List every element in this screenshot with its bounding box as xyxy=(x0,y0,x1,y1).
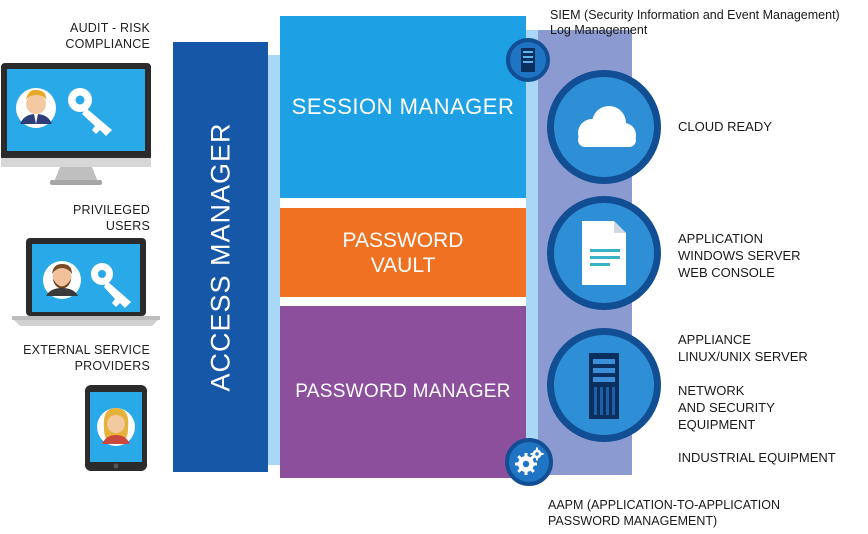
aapm-label: AAPM (APPLICATION-TO-APPLICATION PASSWOR… xyxy=(548,498,780,528)
key-icon xyxy=(91,263,131,308)
right-connector xyxy=(526,30,538,470)
key-icon xyxy=(68,88,112,136)
tablet-icon xyxy=(85,385,147,471)
access-manager-bar: ACCESS MANAGER xyxy=(173,42,268,472)
target-label-application: APPLICATION WINDOWS SERVER WEB CONSOLE xyxy=(678,231,801,280)
avatar-auditor xyxy=(16,88,56,128)
access-connector xyxy=(268,55,280,465)
document-circle xyxy=(547,196,661,310)
laptop-icon xyxy=(12,238,160,326)
server-circle xyxy=(547,328,661,442)
target-label-cloud: CLOUD READY xyxy=(678,119,772,134)
cloud-icon xyxy=(578,106,636,147)
siem-label: SIEM (Security Information and Event Man… xyxy=(550,8,840,37)
password-manager-label: PASSWORD MANAGER xyxy=(295,381,511,402)
user-label-external: EXTERNAL SERVICE PROVIDERS xyxy=(23,343,150,373)
password-vault-label: PASSWORD VAULT xyxy=(342,228,464,277)
desktop-monitor-icon xyxy=(1,63,151,185)
aapm-badge xyxy=(505,438,553,486)
siem-badge xyxy=(506,38,550,82)
target-label-appliance: APPLIANCE LINUX/UNIX SERVER xyxy=(678,332,808,364)
avatar-privileged-user xyxy=(43,261,81,299)
gear-icon xyxy=(515,447,544,475)
access-manager-label: ACCESS MANAGER xyxy=(205,122,235,392)
server-rack-icon xyxy=(589,353,619,419)
user-label-privileged: PRIVILEGED USERS xyxy=(72,203,150,233)
user-label-audit: AUDIT - RISK COMPLIANCE xyxy=(65,21,150,51)
avatar-external-provider xyxy=(97,408,135,446)
server-icon xyxy=(521,48,535,72)
password-vault-block: PASSWORD VAULT xyxy=(280,208,526,297)
target-label-network: NETWORK AND SECURITY EQUIPMENT xyxy=(678,383,775,432)
password-manager-block: PASSWORD MANAGER xyxy=(280,306,526,478)
cloud-circle xyxy=(547,70,661,184)
session-manager-block: SESSION MANAGER xyxy=(280,16,526,198)
document-icon xyxy=(582,221,626,285)
target-label-industrial: INDUSTRIAL EQUIPMENT xyxy=(678,450,836,465)
session-manager-label: SESSION MANAGER xyxy=(291,94,515,119)
